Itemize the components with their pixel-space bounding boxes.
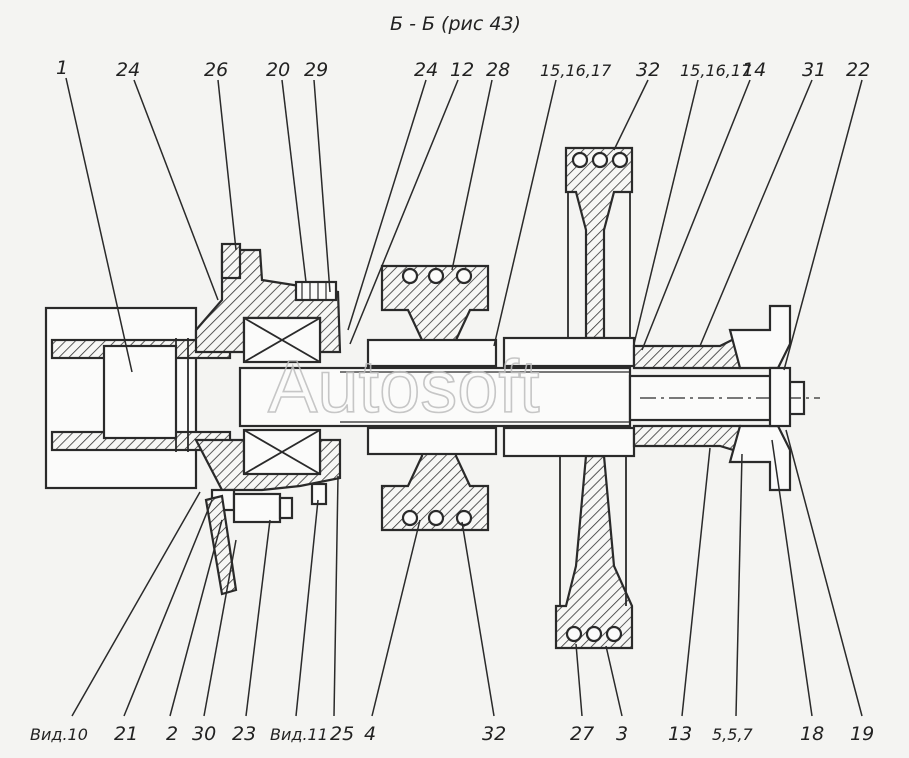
label-bottom-21: 21 xyxy=(114,723,138,745)
label-bottom-18: 18 xyxy=(800,723,824,745)
label-top-28: 28 xyxy=(486,59,510,81)
roller-bearing xyxy=(242,316,322,476)
label-top-20: 20 xyxy=(266,59,290,81)
label-bottom-23: 23 xyxy=(232,723,256,745)
label-bottom-32: 32 xyxy=(482,723,506,745)
bottom-labels: Вид.10 21 2 30 23 Вид.11 25 4 32 27 3 13… xyxy=(30,723,874,745)
label-bottom-4: 4 xyxy=(364,723,376,745)
top-labels: 1 24 26 20 29 24 12 28 15,16,17 32 15,16… xyxy=(56,57,870,81)
label-top-12: 12 xyxy=(450,59,474,81)
label-bottom-19: 19 xyxy=(850,723,874,745)
label-top-15-16-17: 15,16,17 xyxy=(540,61,612,80)
right-hub xyxy=(632,304,792,492)
fastening-bolt xyxy=(204,482,328,596)
label-bottom-30: 30 xyxy=(192,723,216,745)
left-housing xyxy=(44,306,232,490)
label-bottom-13: 13 xyxy=(668,723,692,745)
main-shaft xyxy=(238,366,820,428)
label-top-32: 32 xyxy=(636,59,660,81)
label-top-29: 29 xyxy=(304,59,328,81)
label-bottom-5-5-7: 5,5,7 xyxy=(712,725,754,744)
label-top-15-16-17b: 15,16,17 xyxy=(680,61,752,80)
label-top-24b: 24 xyxy=(414,59,438,81)
label-bottom-view11: Вид.11 xyxy=(270,725,328,744)
label-bottom-3: 3 xyxy=(616,723,628,745)
label-top-31: 31 xyxy=(802,59,826,81)
label-bottom-25: 25 xyxy=(330,723,354,745)
label-top-14: 14 xyxy=(742,59,766,81)
label-bottom-view10: Вид.10 xyxy=(30,725,88,744)
label-bottom-2: 2 xyxy=(166,723,178,745)
label-top-26: 26 xyxy=(204,59,228,81)
large-pulley xyxy=(502,146,636,650)
label-top-24: 24 xyxy=(116,59,140,81)
label-top-1: 1 xyxy=(56,57,68,79)
section-title: Б - Б (рис 43) xyxy=(390,13,521,35)
leader-lines xyxy=(65,77,863,717)
label-top-22: 22 xyxy=(846,59,870,81)
watermark: Autosoft xyxy=(268,345,540,428)
sprocket-small xyxy=(366,264,498,532)
bearing-housing xyxy=(194,242,342,492)
label-bottom-27: 27 xyxy=(570,723,594,745)
